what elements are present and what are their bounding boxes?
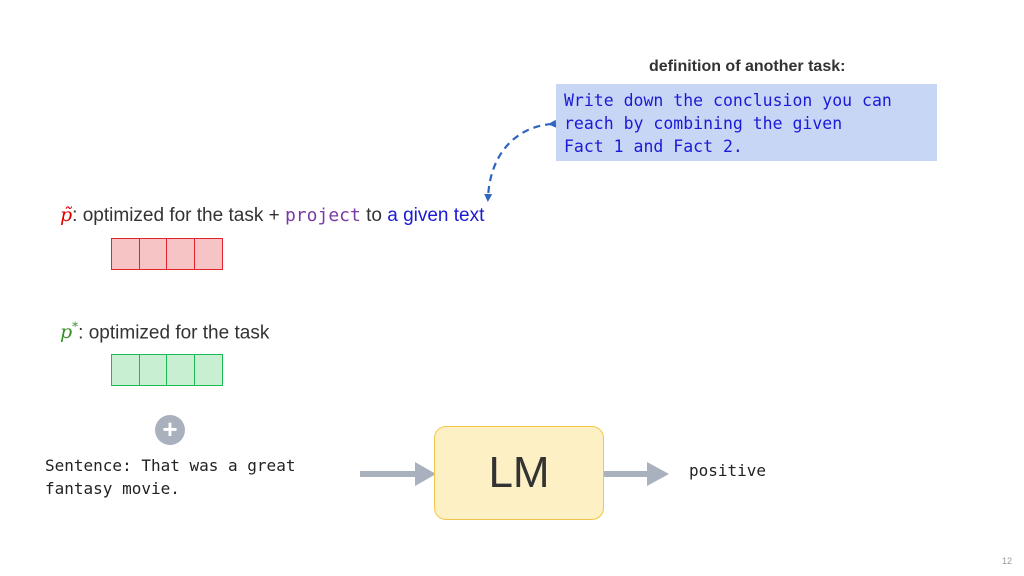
prompt-tilde-text-before: : optimized for the task + bbox=[72, 205, 285, 226]
prompt-star-superscript: * bbox=[72, 320, 79, 334]
definition-heading: definition of another task: bbox=[649, 58, 846, 75]
prompt-tilde-text-middle: to bbox=[360, 205, 388, 226]
red-prompt-cell bbox=[111, 238, 140, 270]
green-prompt-cells bbox=[111, 354, 223, 386]
green-prompt-cell bbox=[193, 354, 223, 386]
red-prompt-cells bbox=[111, 238, 223, 270]
green-prompt-cell bbox=[111, 354, 140, 386]
language-model-box: LM bbox=[434, 426, 604, 520]
prompt-star-label: p*: optimized for the task bbox=[60, 320, 269, 344]
prompt-star-text: : optimized for the task bbox=[78, 322, 270, 344]
red-prompt-cell bbox=[193, 238, 223, 270]
output-arrow bbox=[604, 462, 669, 486]
plus-icon: + bbox=[155, 415, 185, 445]
output-label: positive bbox=[689, 461, 767, 480]
project-word: project bbox=[284, 205, 361, 226]
green-prompt-cell bbox=[166, 354, 195, 386]
red-prompt-cell bbox=[166, 238, 195, 270]
prompt-tilde-symbol: p̃ bbox=[60, 204, 73, 226]
input-arrow bbox=[360, 462, 436, 486]
input-sentence: Sentence: That was a great fantasy movie… bbox=[45, 456, 296, 498]
red-prompt-cell bbox=[138, 238, 168, 270]
green-prompt-cell bbox=[138, 354, 168, 386]
dashed-curved-arrow bbox=[484, 119, 557, 202]
definition-text: Write down the conclusion you can reach … bbox=[564, 91, 892, 156]
definition-box: Write down the conclusion you can reach … bbox=[556, 84, 937, 161]
prompt-star-symbol: p* bbox=[60, 320, 79, 344]
given-text-phrase: a given text bbox=[387, 205, 485, 226]
prompt-tilde-label: p̃: optimized for the task + project to … bbox=[60, 204, 484, 227]
page-number: 12 bbox=[1002, 556, 1013, 566]
language-model-label: LM bbox=[488, 448, 550, 497]
